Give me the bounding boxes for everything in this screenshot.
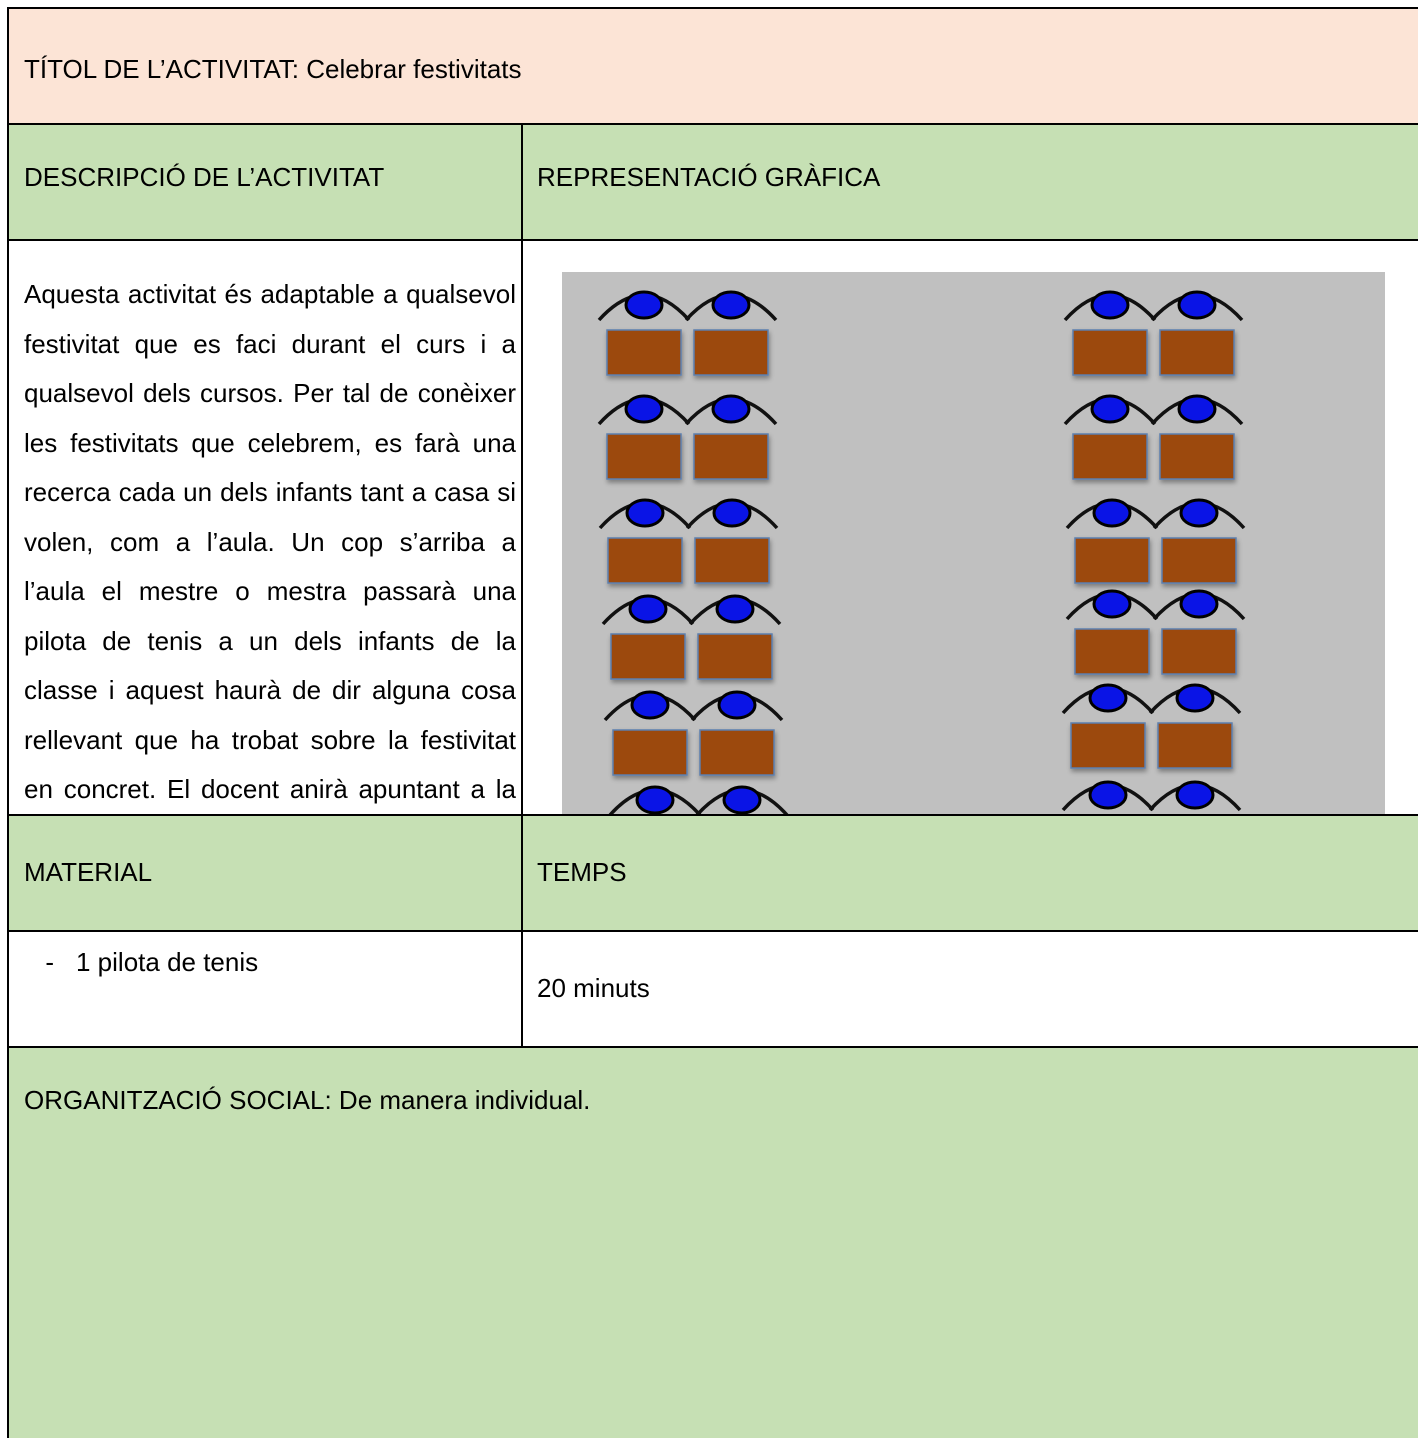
student-head <box>1088 683 1128 713</box>
desk <box>1072 433 1148 480</box>
student-head <box>1179 498 1219 528</box>
desk <box>699 729 775 776</box>
student-head <box>1090 394 1130 424</box>
student-head <box>1090 290 1130 320</box>
material-heading: MATERIAL <box>24 857 153 887</box>
desk <box>1074 537 1150 584</box>
student-head <box>1088 780 1128 810</box>
desk <box>1070 722 1146 769</box>
activity-title: TÍTOL DE L’ACTIVITAT: Celebrar festivita… <box>24 54 522 84</box>
student-desk <box>684 290 778 376</box>
student-head <box>1092 498 1132 528</box>
student-head <box>712 498 752 528</box>
student-desk <box>598 498 692 584</box>
desk <box>606 329 682 376</box>
social-organization: ORGANITZACIÓ SOCIAL: De manera individua… <box>24 1085 591 1115</box>
student-desk <box>1150 394 1244 480</box>
table-divider <box>7 814 1418 816</box>
classroom-diagram <box>562 272 1385 814</box>
column-divider <box>521 123 523 1048</box>
student-head <box>715 594 755 624</box>
student-head <box>1179 589 1219 619</box>
student-head <box>711 394 751 424</box>
desk <box>693 433 769 480</box>
table-divider <box>7 123 1418 125</box>
table-divider <box>7 239 1418 241</box>
graphic-cell <box>523 240 1418 814</box>
student-desk <box>603 690 697 776</box>
student-head <box>1177 290 1217 320</box>
material-item: 1 pilota de tenis <box>76 947 259 977</box>
student-desk <box>690 690 784 776</box>
desk <box>693 329 769 376</box>
description-heading: DESCRIPCIÓ DE L’ACTIVITAT <box>24 162 385 192</box>
time-value-cell: 20 minuts <box>523 931 1418 1046</box>
student-head <box>630 690 670 720</box>
table-divider <box>7 1046 1418 1048</box>
student-desk <box>601 594 695 680</box>
student-desk <box>695 785 789 814</box>
time-heading: TEMPS <box>537 857 627 887</box>
student-desk <box>597 394 691 480</box>
student-desk <box>685 498 779 584</box>
social-row: ORGANITZACIÓ SOCIAL: De manera individua… <box>8 1047 1418 1438</box>
student-head <box>625 498 665 528</box>
desk <box>1157 722 1233 769</box>
table-divider <box>7 930 1418 932</box>
title-row: TÍTOL DE L’ACTIVITAT: Celebrar festivita… <box>8 8 1418 123</box>
student-desk <box>1063 290 1157 376</box>
student-desk <box>1152 589 1246 675</box>
description-header-cell: DESCRIPCIÓ DE L’ACTIVITAT <box>8 124 522 239</box>
student-head <box>624 290 664 320</box>
table-border-left <box>7 7 9 1438</box>
description-cell: Aquesta activitat és adaptable a qualsev… <box>8 240 522 903</box>
student-head <box>1092 589 1132 619</box>
student-head <box>628 594 668 624</box>
table-border-top <box>7 7 1418 9</box>
student-head <box>635 785 675 814</box>
student-desk <box>1148 683 1242 769</box>
student-desk <box>1061 780 1155 812</box>
student-desk <box>608 785 702 814</box>
desk <box>1159 329 1235 376</box>
desk <box>1072 329 1148 376</box>
student-head <box>722 785 762 814</box>
student-desk <box>684 394 778 480</box>
desk <box>1159 433 1235 480</box>
student-head <box>1177 394 1217 424</box>
student-desk <box>1150 290 1244 376</box>
desk <box>694 537 770 584</box>
time-header-cell: TEMPS <box>523 815 1418 930</box>
graphic-header-cell: REPRESENTACIÓ GRÀFICA <box>523 124 1418 239</box>
desk <box>1161 537 1237 584</box>
student-desk <box>1148 780 1242 812</box>
bullet-dash: - <box>45 947 54 977</box>
time-value: 20 minuts <box>537 973 650 1003</box>
desk <box>1161 628 1237 675</box>
graphic-heading: REPRESENTACIÓ GRÀFICA <box>537 162 881 192</box>
student-head <box>1175 780 1215 810</box>
student-desk <box>1065 498 1159 584</box>
material-value-cell: - 1 pilota de tenis <box>8 931 522 1046</box>
student-desk <box>688 594 782 680</box>
student-desk <box>1065 589 1159 675</box>
desk <box>697 633 773 680</box>
material-list-item: - 1 pilota de tenis <box>8 947 258 977</box>
student-head <box>711 290 751 320</box>
desk <box>612 729 688 776</box>
student-desk <box>1061 683 1155 769</box>
student-head <box>624 394 664 424</box>
student-desk <box>597 290 691 376</box>
student-desk <box>1063 394 1157 480</box>
desk <box>607 537 683 584</box>
student-head <box>1175 683 1215 713</box>
desk <box>610 633 686 680</box>
desk <box>606 433 682 480</box>
desk <box>1074 628 1150 675</box>
student-head <box>717 690 757 720</box>
material-header-cell: MATERIAL <box>8 815 522 930</box>
student-desk <box>1152 498 1246 584</box>
